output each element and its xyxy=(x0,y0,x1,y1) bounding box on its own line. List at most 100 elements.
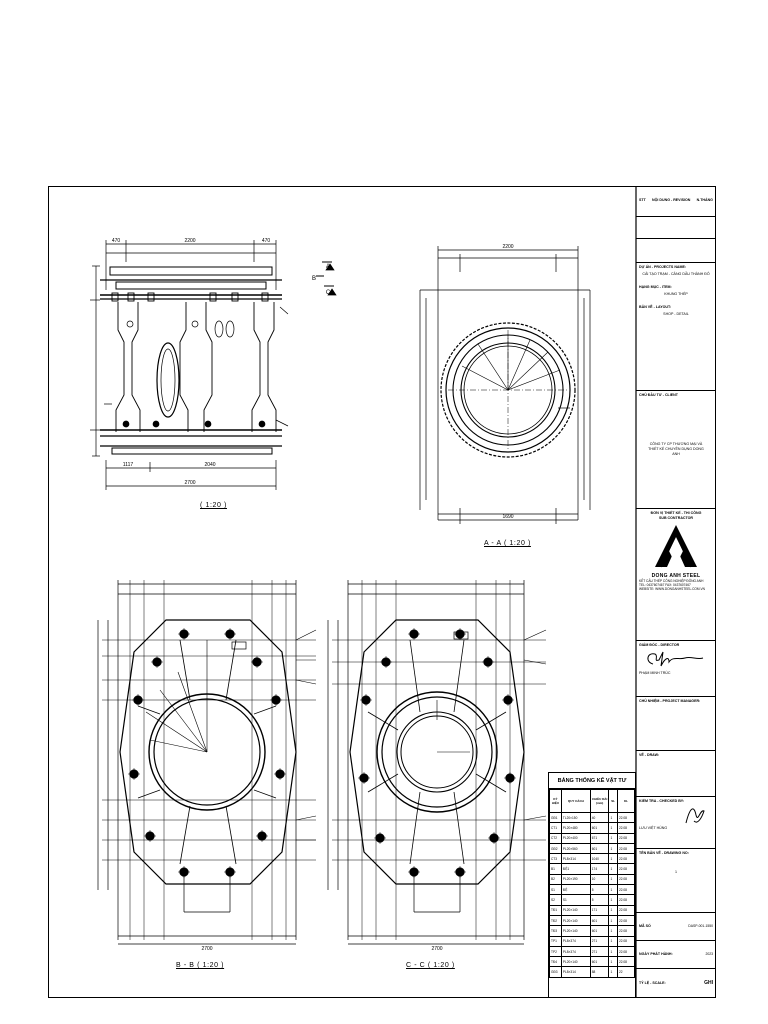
bom-cell: 88 xyxy=(589,966,610,978)
drawing-code: DASP-001-1550 xyxy=(688,924,713,928)
bom-cell: 22.08 xyxy=(616,842,636,855)
bom-cell: GĐ3 xyxy=(549,966,562,978)
bom-header-cell: QUY CÁCH xyxy=(560,789,591,813)
bom-cell: 1 xyxy=(608,914,618,927)
checker-signature-icon xyxy=(685,808,705,824)
cut-marker-b: B xyxy=(312,276,316,282)
bom-cell: PL20×140 xyxy=(560,904,591,916)
bom-cell: PL20×140 xyxy=(560,956,591,968)
dim-aa-bottom: 1690 xyxy=(502,514,513,520)
bom-cell: 1 xyxy=(608,832,618,844)
section-bb-caption: B - B ( 1:20 ) xyxy=(176,962,225,969)
bom-cell: 22.08 xyxy=(616,822,636,834)
bom-cell: 601 xyxy=(589,822,610,834)
bom-cell: 271 xyxy=(589,935,610,947)
bom-cell: 1 xyxy=(608,925,618,937)
bom-cell: PL20×400 xyxy=(560,832,591,844)
bom-cell: TP1 xyxy=(549,935,562,947)
bom-cell: 271 xyxy=(589,945,610,958)
bom-cell: 171 xyxy=(589,904,610,916)
section-bb-view xyxy=(97,580,317,945)
bom-cell: TP2 xyxy=(549,945,562,958)
bom-cell: 1040 xyxy=(589,853,610,865)
bom-cell: 22.08 xyxy=(616,935,636,947)
bom-cell: S2 xyxy=(549,894,562,906)
bom-cell: 22.08 xyxy=(616,945,636,958)
bom-cell: 22.08 xyxy=(616,811,636,824)
issue-date: 2023 xyxy=(705,952,713,956)
bom-cell: 22 xyxy=(616,966,636,978)
bom-header-cell: CHIỀU DÀI (mm) xyxy=(589,789,610,813)
bom-cell: S1 xyxy=(560,894,591,906)
bom-cell: 1 xyxy=(608,853,618,865)
bom-cell: 1 xyxy=(608,956,618,968)
bom-cell: 22.08 xyxy=(616,853,636,865)
bom-cell: 1 xyxy=(608,842,618,855)
dim-top-mid: 2200 xyxy=(184,238,195,244)
bom-cell: TĐ4 xyxy=(549,956,562,968)
bom-cell: ĐỆ1 xyxy=(560,863,591,875)
checker-name: LƯU VIỆT HÙNG xyxy=(639,826,668,830)
bom-cell: 22.08 xyxy=(616,863,636,875)
bom-title: BẢNG THỐNG KÊ VẬT TƯ xyxy=(549,773,635,789)
section-cc-view xyxy=(327,580,547,945)
bom-cell: 174 xyxy=(589,863,610,875)
bom-cell: 1 xyxy=(608,822,618,834)
bom-cell: 10 xyxy=(589,873,610,886)
scale-value: GHI xyxy=(704,980,713,986)
drawing-sheet-border xyxy=(48,186,716,998)
cut-marker-c: C xyxy=(326,290,331,296)
bom-cell: 601 xyxy=(589,842,610,855)
elevation-caption: ( 1:20 ) xyxy=(200,502,227,509)
checker-info: KIỂM TRA - CHECKED BY: LƯU VIỆT HÙNG xyxy=(636,796,716,848)
bom-cell: B2 xyxy=(549,873,562,886)
bom-cell: 22.08 xyxy=(616,894,636,906)
bom-cell: 22.08 xyxy=(616,873,636,886)
bom-cell: TL20×150 xyxy=(560,811,591,824)
dim-bottom-a: 1117 xyxy=(123,462,134,468)
bom-cell: 22.08 xyxy=(616,884,636,896)
drawing-type: SHOP - DETAIL xyxy=(663,312,689,316)
scale-cell: TỶ LỆ - SCALE: GHI xyxy=(636,968,716,998)
bom-cell: 1 xyxy=(608,966,618,978)
bom-cell: 22.08 xyxy=(616,956,636,968)
bom-cell: 1 xyxy=(608,811,618,824)
bom-cell: 22.08 xyxy=(616,904,636,916)
dim-bottom-total: 2700 xyxy=(184,480,195,486)
bom-cell: TĐ2 xyxy=(549,914,562,927)
dim-top-left: 470 xyxy=(112,238,121,244)
cut-marker-a: A xyxy=(326,264,330,270)
sheet-number-cell: TÊN BẢN VẼ - DRAWING NO: 1 xyxy=(636,848,716,912)
section-aa-caption: A - A ( 1:20 ) xyxy=(484,540,531,547)
section-aa-view xyxy=(419,246,591,524)
project-name: CẢI TẠO TRẠM - CẢNG DẦU THÀNH ĐÔ xyxy=(642,272,710,276)
bom-cell: 601 xyxy=(589,925,610,937)
bom-cell: 5 xyxy=(589,894,610,906)
bom-cell: PL20×480 xyxy=(560,822,591,834)
dim-bb-bottom: 2700 xyxy=(201,946,212,952)
dong-anh-logo-icon xyxy=(655,525,697,568)
bom-cell: PL20×140 xyxy=(560,925,591,937)
bom-cell: 40 xyxy=(589,811,610,824)
bom-cell: 22.08 xyxy=(616,832,636,844)
bom-cell: 22.08 xyxy=(616,914,636,927)
bom-cell: CT1 xyxy=(549,822,562,834)
designer-info: VẼ - DRAW: xyxy=(636,750,716,796)
company-name: DONG ANH STEEL xyxy=(651,573,701,579)
bom-cell: 1 xyxy=(608,894,618,906)
dim-bottom-b: 2040 xyxy=(204,462,215,468)
bom-cell: PL8×374 xyxy=(560,935,591,947)
bom-cell: 601 xyxy=(589,956,610,968)
dim-cc-bottom: 2700 xyxy=(431,946,442,952)
